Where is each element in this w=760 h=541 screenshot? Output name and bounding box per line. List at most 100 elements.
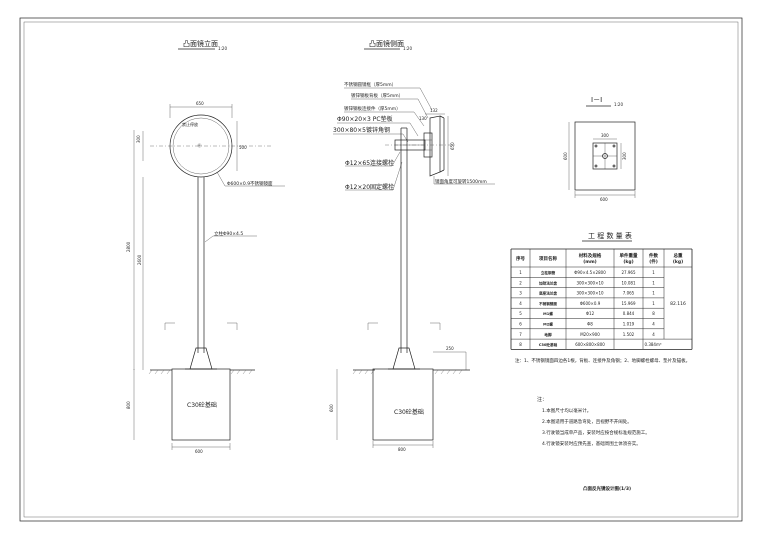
table-header: 单件重量	[620, 252, 638, 259]
side-label-connect-bolt: Φ12×65连接螺栓	[345, 159, 394, 167]
table-cell: 8	[519, 342, 522, 347]
table-cell: 3	[519, 291, 522, 296]
front-dim-foundation: 800	[126, 401, 131, 409]
section-foundation	[574, 121, 636, 191]
table-cell: 2	[519, 280, 522, 285]
table-cell: Φ12	[586, 311, 595, 316]
front-mirror-label: Φ600×0.9不锈钢镜面	[227, 180, 273, 187]
side-view: 凸面镜侧面 1:20 不锈钢圆镜框（厚5mm） 镀锌钢板背板（厚5mm） 镀锌钢…	[329, 39, 495, 452]
table-header: 件数	[649, 252, 658, 259]
side-label-pc-pad: Φ90×20×3 PC垫板	[337, 115, 393, 123]
table-cell: 7.065	[623, 291, 635, 296]
table-header: (mm)	[583, 259, 597, 265]
table-cell: 4	[652, 322, 655, 327]
table-cell: 600×800×800	[575, 342, 605, 347]
note-item-3: 3.行驶镜当成单产品，安装时应按合规标准规范施工。	[542, 429, 650, 436]
table-cell: 5	[519, 311, 522, 316]
section-dim-top: 300	[601, 133, 609, 138]
table-cell: M20×900	[580, 332, 600, 337]
front-pole-label: 立柱Φ90×4.5	[214, 230, 243, 237]
quantity-table: 工 程 数 量 表 序号项目名称材料及规格(mm)单件重量(kg)件数(件)总重…	[510, 231, 693, 364]
table-cell: 地脚	[544, 332, 552, 337]
table-cell: Φ600×0.9	[580, 301, 601, 306]
table-cell: 0.384m³	[645, 342, 662, 347]
section-view-scale: 1:20	[614, 102, 623, 107]
side-view-scale: 1:20	[403, 46, 412, 51]
table-note: 注：1、不锈钢镜面四边各1根，背板、连接件及角钢；2、地脚螺栓螺母、垫片及锚板。	[515, 357, 690, 364]
side-label-frame: 不锈钢圆镜框（厚5mm）	[344, 81, 396, 88]
side-foundation	[372, 368, 434, 441]
side-foundation-label: C30砼基础	[394, 408, 424, 416]
general-notes: 注： 1.本图尺寸均以毫米计。 2.本图适用于道路急弯处，且视野不开阔处。 3.…	[537, 396, 650, 447]
side-label-fix-bolt: Φ12×20固定螺栓	[345, 183, 394, 191]
table-cell: C30砼基础	[539, 342, 558, 347]
table-header: 序号	[515, 255, 525, 262]
table-cell: 不锈钢镜面	[539, 301, 557, 306]
side-mirror	[429, 115, 441, 177]
note-item-2: 2.本图适用于道路急弯处，且视野不开阔处。	[542, 418, 632, 425]
table-cell: 0.844	[623, 311, 635, 316]
table-cell: 4	[519, 301, 522, 306]
svg-text:禁止停放: 禁止停放	[182, 121, 198, 127]
svg-text:Ⓡ: Ⓡ	[196, 141, 203, 148]
front-dim-base: 600	[195, 449, 203, 454]
table-cell: 300×300×10	[576, 280, 604, 285]
side-dim-650: 650	[450, 142, 455, 150]
side-rotation-label: 镜面角度可旋转1500mm	[435, 178, 487, 185]
table-cell: 8	[652, 311, 655, 316]
front-dim-right-top: 500	[239, 145, 247, 150]
section-dim-left: 600	[563, 152, 568, 160]
front-dim-left-top: 300	[136, 135, 141, 143]
table-header: (kg)	[623, 259, 633, 265]
table-cell: 4	[652, 332, 655, 337]
table-cell: 7	[519, 332, 522, 337]
table-cell: Φ90×4.5×2800	[574, 270, 606, 275]
table-cell: 1	[519, 270, 522, 275]
front-dim-pole: 2600	[137, 254, 142, 265]
table-header: 材料及规格	[579, 252, 602, 259]
section-dim-bottom: 600	[600, 197, 608, 202]
side-label-angle-steel: 300×80×5镀锌角钢	[333, 126, 390, 134]
sheet-inner-frame	[23, 21, 739, 518]
side-dim-130: 130	[419, 116, 427, 121]
table-cell: 300×300×10	[576, 291, 604, 296]
side-label-backplate: 镀锌钢板背板（厚5mm）	[351, 92, 403, 99]
table-cell: 1.502	[623, 332, 635, 337]
sheet-frame	[19, 17, 743, 522]
table-cell: 底座法兰盘	[538, 291, 557, 296]
table-cell: 1.019	[623, 322, 635, 327]
table-cell: 1	[652, 280, 655, 285]
front-foundation-label: C30砼基础	[187, 401, 217, 409]
table-header: (件)	[649, 258, 658, 265]
front-view-title: 凸面镜立面	[183, 39, 218, 48]
side-label-connector: 镀锌钢板连接件（厚5mm）	[344, 105, 401, 112]
front-view: 凸面镜立面 1:20 650 禁止停放 Ⓡ 500 300 Φ600×0.9不锈…	[126, 39, 285, 454]
table-cell: 10.081	[622, 280, 636, 285]
section-view-title: Ⅰ－Ⅰ	[591, 96, 602, 104]
drawing-title: 凸面反光镜设计图(1/3)	[583, 485, 631, 492]
note-item-4: 4.行驶镜安装时应预先查，基础周围土体须夯实。	[542, 440, 641, 447]
table-cell: 27.965	[622, 270, 636, 275]
side-view-title: 凸面镜侧面	[369, 39, 404, 48]
table-cell: 1	[652, 301, 655, 306]
front-dim-top: 650	[196, 101, 204, 106]
table-cell: 6	[519, 322, 522, 327]
table-header: (kg)	[673, 259, 683, 265]
table-cell: Φ8	[587, 322, 593, 327]
table-header: 总重	[674, 252, 683, 259]
side-dim-132: 132	[430, 108, 438, 113]
side-base-plate	[392, 347, 416, 370]
table-cell: 1	[652, 291, 655, 296]
front-view-scale: 1:20	[218, 46, 227, 51]
notes-heading: 注：	[537, 396, 547, 403]
section-dim-right: 300	[622, 152, 627, 160]
table-cell: M1螺	[543, 311, 553, 316]
table-cell: 立柱钢管	[541, 270, 556, 275]
side-dim-250: 250	[446, 346, 454, 351]
table-cell: 1	[652, 270, 655, 275]
table-cell: 加劲法兰盘	[538, 280, 557, 285]
table-total: 82.116	[670, 301, 686, 307]
table-title: 工 程 数 量 表	[588, 231, 632, 240]
